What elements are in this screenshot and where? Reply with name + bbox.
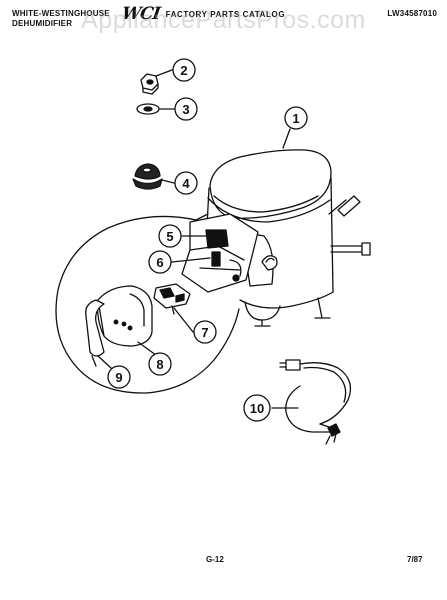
callout-circle-8 <box>148 352 172 376</box>
power-cord-part <box>279 359 352 445</box>
callout-label-9: 9 <box>115 370 122 385</box>
callout-circle-2 <box>172 58 196 82</box>
leader-lines <box>97 69 299 409</box>
nut-part <box>140 73 159 95</box>
product-label: DEHUMIDIFIER <box>12 19 73 28</box>
callout-label-4: 4 <box>182 176 190 191</box>
grommet-part <box>132 163 163 190</box>
watermark: AppliancePartsPros.com <box>81 6 366 34</box>
compressor-part <box>206 149 371 327</box>
callout-circle-10 <box>243 394 271 422</box>
catalog-date: 7/87 <box>407 555 423 564</box>
callout-circle-4 <box>174 171 198 195</box>
brand-label: WHITE-WESTINGHOUSE <box>12 9 110 18</box>
washer-part <box>136 103 160 115</box>
callout-circle-1 <box>284 106 308 130</box>
overload-protector-part <box>153 283 191 315</box>
callout-label-8: 8 <box>156 357 163 372</box>
callout-label-3: 3 <box>182 102 189 117</box>
callout-label-10: 10 <box>250 401 264 416</box>
callout-label-6: 6 <box>156 255 163 270</box>
header-logo: WCI FACTORY PARTS CATALOG <box>121 4 286 24</box>
model-number: LW34587010 <box>387 9 437 18</box>
relay-cover-part <box>96 285 153 347</box>
clip-part <box>85 299 105 367</box>
catalog-title: FACTORY PARTS CATALOG <box>165 9 286 19</box>
callout-circle-5 <box>158 224 182 248</box>
callout-circle-7 <box>193 320 217 344</box>
callout-label-5: 5 <box>166 229 173 244</box>
callout-circle-6 <box>148 250 172 274</box>
detail-circle <box>55 215 240 394</box>
page-number: G-12 <box>206 555 224 564</box>
relay-bracket-part <box>181 213 259 293</box>
callout-label-7: 7 <box>201 325 208 340</box>
callout-circle-9 <box>107 365 131 389</box>
callout-circle-3 <box>174 97 198 121</box>
callout-label-1: 1 <box>292 111 299 126</box>
callout-label-2: 2 <box>180 63 187 78</box>
